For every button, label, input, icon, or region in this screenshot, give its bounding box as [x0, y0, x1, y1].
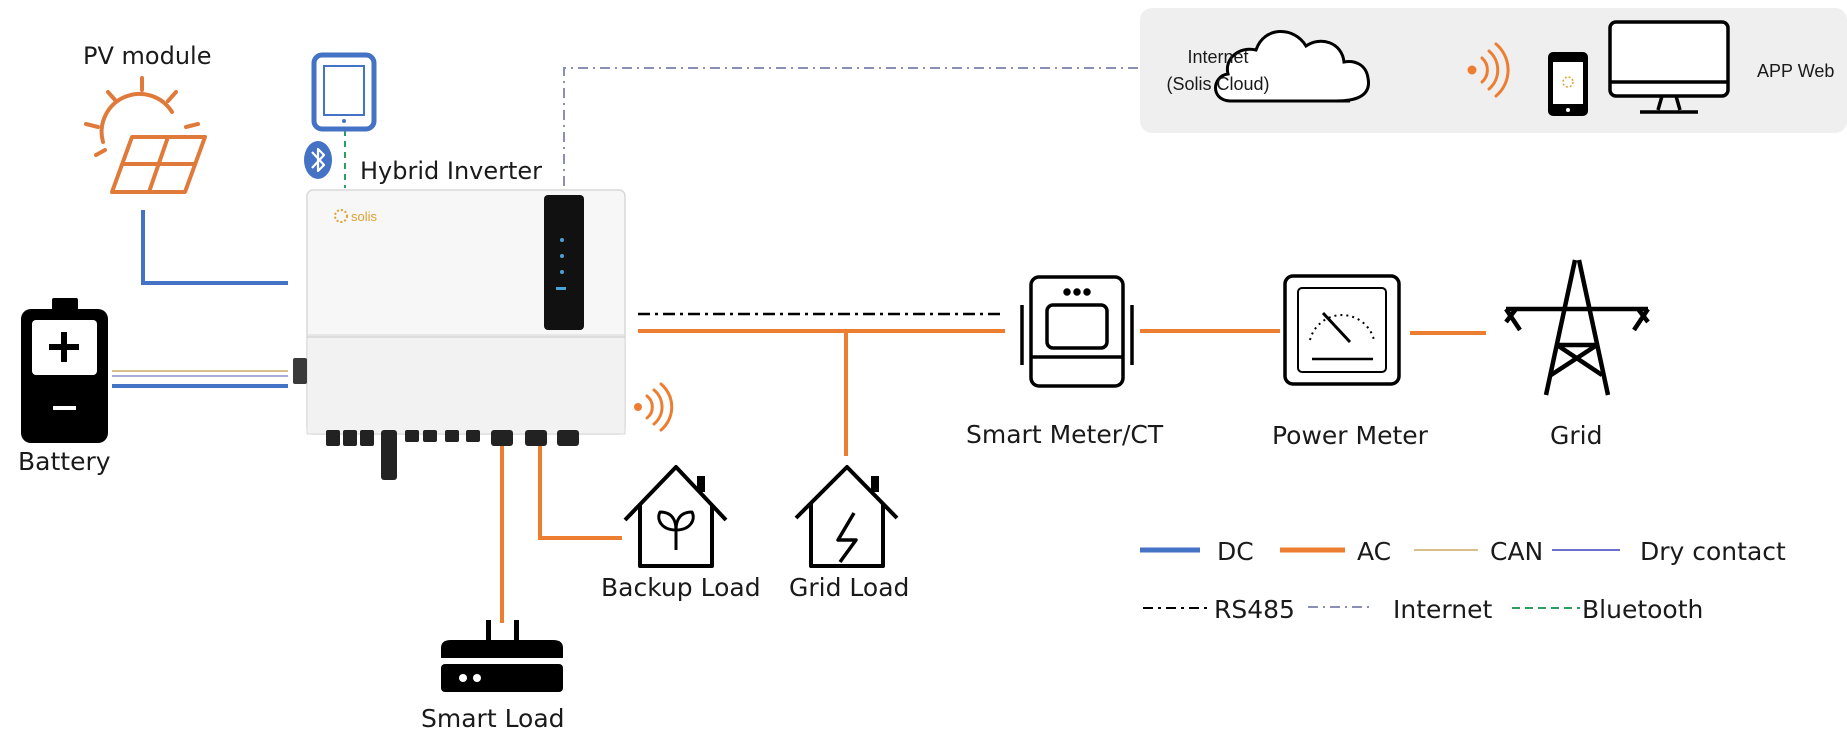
hybrid-inverter-label: Hybrid Inverter: [360, 157, 542, 185]
solar-panel-icon: [110, 135, 207, 194]
battery-icon: [21, 298, 108, 443]
legend-bluetooth-label: Bluetooth: [1582, 595, 1703, 624]
pv-dc-line: [141, 210, 288, 285]
legend-dry-label: Dry contact: [1640, 537, 1786, 566]
ac-backup-line: [538, 440, 622, 540]
grid-label: Grid: [1550, 421, 1602, 450]
sun-icon: [84, 76, 200, 157]
legend-internet-label: Internet: [1393, 595, 1492, 624]
tablet-icon: [311, 52, 377, 132]
backup-load-icon: [623, 465, 728, 568]
app-web-label: APP Web: [1757, 61, 1834, 81]
battery-label: Battery: [18, 447, 111, 476]
backup-load-label: Backup Load: [601, 573, 761, 602]
smart-meter-icon: [1020, 275, 1134, 388]
smart-load-label: Smart Load: [421, 704, 565, 732]
inverter-body: [293, 189, 626, 435]
solis-logo: solis: [334, 209, 378, 224]
grid-load-icon: [794, 465, 899, 568]
smart-meter-label: Smart Meter/CT: [966, 420, 1164, 449]
internet-line: [563, 67, 1140, 186]
cloud-icon: [1214, 30, 1370, 103]
power-meter-label: Power Meter: [1272, 421, 1429, 450]
legend: DC AC CAN Dry contact RS485 Internet Blu…: [1140, 537, 1786, 624]
svg-text:solis: solis: [351, 209, 378, 224]
inverter-wireless-icon: [634, 382, 674, 432]
legend-rs485-label: RS485: [1214, 595, 1295, 624]
legend-ac-label: AC: [1357, 537, 1391, 566]
internet-label: Internet: [1187, 47, 1248, 67]
smart-load-icon: [441, 620, 563, 692]
cloud-wireless-icon: [1467, 42, 1510, 98]
legend-can-label: CAN: [1490, 537, 1543, 566]
bluetooth-icon: [304, 141, 332, 179]
grid-load-label: Grid Load: [789, 573, 909, 602]
power-meter-icon: [1283, 274, 1401, 386]
phone-icon: [1548, 52, 1588, 116]
inverter-connectors: [326, 430, 579, 480]
pv-module-label: PV module: [83, 42, 211, 70]
monitor-icon: [1608, 20, 1730, 114]
grid-tower-icon: [1504, 259, 1650, 396]
solis-cloud-label: (Solis Cloud): [1166, 74, 1269, 94]
legend-dc-label: DC: [1217, 537, 1254, 566]
